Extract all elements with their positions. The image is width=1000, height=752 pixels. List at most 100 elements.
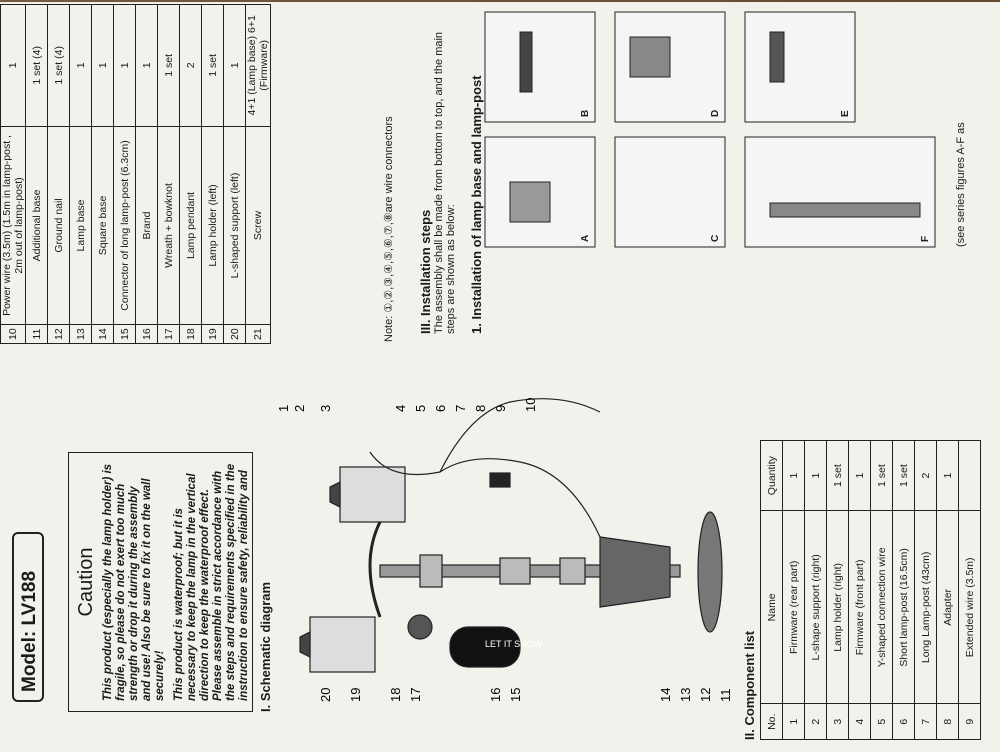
figure-e-label: E — [840, 110, 851, 117]
installation-figures: A B C D E F — [484, 11, 936, 248]
column-header: No. — [760, 703, 783, 740]
callout-number: 13 — [678, 688, 693, 702]
table-cell: 3 — [826, 703, 849, 740]
connector-note: Note: ①,②,③,④,⑤,⑥,⑦,⑧are wire connectors — [383, 116, 395, 342]
figure-d-label: D — [710, 110, 721, 117]
callout-number: 3 — [318, 405, 333, 412]
figure-a-label: A — [580, 235, 591, 242]
adapter-drawing — [489, 472, 511, 488]
table-cell: 13 — [69, 324, 92, 344]
table-cell: Short lamp-post (16.5cm) — [892, 510, 915, 704]
table-cell: 14 — [91, 324, 114, 344]
table-cell: Extended wire (3.5m) — [958, 510, 981, 704]
table-cell: Brand — [135, 126, 158, 325]
figure-b — [484, 11, 596, 123]
table-cell: 1 — [113, 4, 136, 127]
table-cell: Lamp base — [69, 126, 92, 325]
caution-paragraph-2: This product is waterproof; but it is ne… — [173, 463, 250, 701]
table-cell: 1 set — [892, 440, 915, 511]
table-cell: 2 — [914, 440, 937, 511]
table-cell — [958, 440, 981, 511]
table-cell: 1 — [135, 4, 158, 127]
table-cell: 1 — [936, 440, 959, 511]
table-cell: 6 — [892, 703, 915, 740]
callout-number: 18 — [388, 688, 403, 702]
table-cell: 8 — [936, 703, 959, 740]
wreath-drawing — [407, 614, 433, 640]
callout-number: 17 — [408, 688, 423, 702]
table-cell: 1 — [782, 440, 805, 511]
table-cell: 17 — [157, 324, 180, 344]
table-cell: 1 — [0, 4, 26, 127]
table-cell: 1 — [848, 440, 871, 511]
table-cell: 1 set (4) — [47, 4, 70, 127]
lamp-base-drawing — [599, 536, 671, 608]
callout-number: 12 — [698, 688, 713, 702]
callout-number: 10 — [523, 398, 538, 412]
column-header: Quantity — [760, 440, 783, 511]
table-cell: 1 set (4) — [25, 4, 48, 127]
table-cell: 4 — [848, 703, 871, 740]
figure-e — [744, 11, 856, 123]
table-cell: 11 — [25, 324, 48, 344]
caution-paragraph-1: This product (especially the lamp holder… — [102, 463, 166, 701]
table-cell: Ground nail — [47, 126, 70, 325]
callout-number: 8 — [473, 405, 488, 412]
caution-title: Caution — [75, 547, 97, 617]
callout-number: 6 — [433, 405, 448, 412]
table-cell: Long Lamp-post (43cm) — [914, 510, 937, 704]
table-cell: Wreath + bowknot — [157, 126, 180, 325]
table-cell: 1 set — [201, 4, 224, 127]
table-cell: 2 — [804, 703, 827, 740]
figure-f-label: F — [920, 236, 931, 242]
table-cell: Square base — [91, 126, 114, 325]
callout-number: 7 — [453, 405, 468, 412]
table-cell: Y-shaped connection wire — [870, 510, 893, 704]
callout-number: 19 — [348, 688, 363, 702]
table-cell: Lamp pendant — [179, 126, 202, 325]
installation-intro: The assembly shall be made from bottom t… — [433, 31, 457, 334]
table-cell: Firmware (front part) — [848, 510, 871, 704]
table-cell: Connector of long lamp-post (6.3cm) — [113, 126, 136, 325]
column-header: Name — [760, 510, 783, 704]
table-cell: 1 — [804, 440, 827, 511]
table-cell: 4+1 (Lamp base) 6+1 (Firmware) — [245, 4, 271, 127]
callout-number: 20 — [318, 688, 333, 702]
table-cell: 10 — [0, 324, 26, 344]
table-cell: 1 set — [870, 440, 893, 511]
let-it-snow-sign — [449, 626, 521, 668]
table-cell: 5 — [870, 703, 893, 740]
table-cell: 1 — [223, 4, 246, 127]
lamp-holder-left-drawing — [309, 616, 376, 673]
model-label: Model: LV188 — [12, 532, 44, 702]
table-cell: 2 — [179, 4, 202, 127]
table-cell: 21 — [245, 324, 271, 344]
callout-number: 16 — [488, 688, 503, 702]
table-cell: 16 — [135, 324, 158, 344]
callout-number: 5 — [413, 405, 428, 412]
caution-box: Caution This product (especially the lam… — [68, 452, 253, 712]
table-cell: 1 — [69, 4, 92, 127]
table-cell: 12 — [47, 324, 70, 344]
table-cell: Power wire (3.5m) (1.5m in lamp-post , 2… — [0, 126, 26, 325]
lamp-holder-right-drawing — [339, 466, 406, 523]
table-cell: L-shape support (right) — [804, 510, 827, 704]
table-cell: Firmware (rear part) — [782, 510, 805, 704]
table-cell: 19 — [201, 324, 224, 344]
callout-number: 9 — [493, 405, 508, 412]
callout-number: 11 — [718, 689, 733, 703]
table-cell: 18 — [179, 324, 202, 344]
